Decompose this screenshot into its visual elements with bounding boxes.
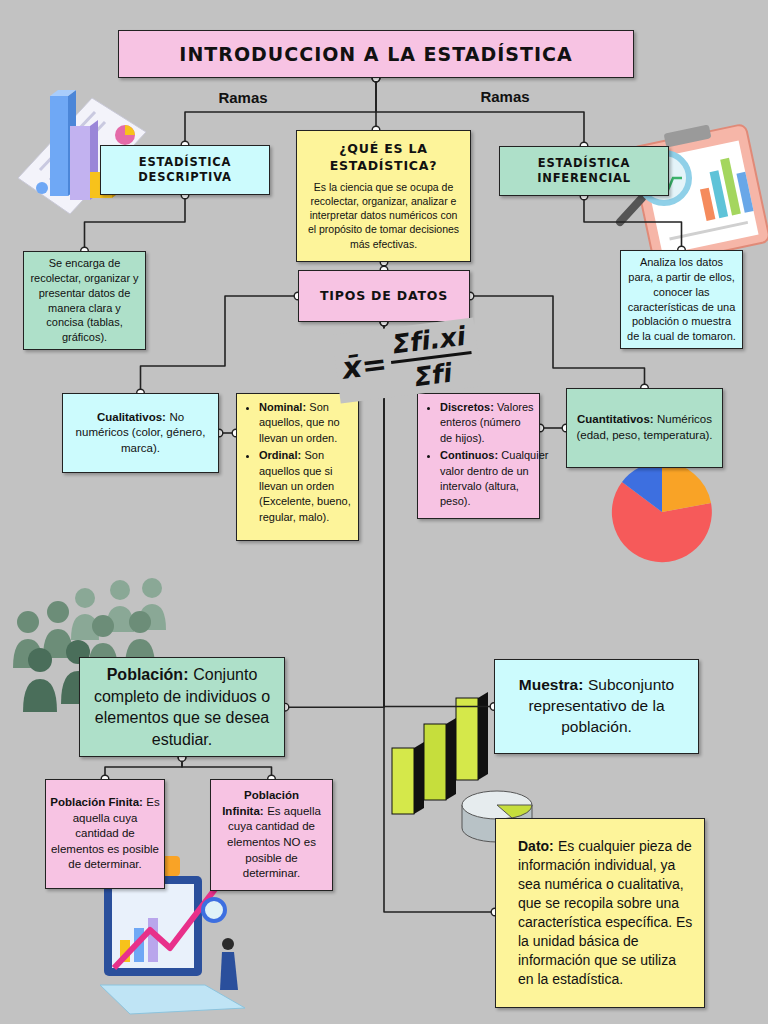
connector — [105, 757, 182, 779]
term-text: Dato: — [518, 838, 554, 854]
bar — [424, 724, 446, 800]
term-text: Discretos: — [440, 401, 494, 413]
concept-box: Población:Conjunto completo de individuo… — [79, 657, 285, 757]
heading-text: TIPOS DE DATOS — [307, 288, 461, 304]
edge-label: Ramas — [477, 88, 532, 105]
body-text: Analiza los datos para, a partir de ello… — [626, 255, 737, 344]
pie-3d-top — [462, 791, 532, 819]
heading-text: ¿QUÉ ES LA ESTADÍSTICA? — [305, 141, 462, 174]
person — [23, 679, 57, 712]
connector — [375, 78, 377, 130]
pie-3d-slice — [497, 805, 532, 818]
body-text: Es la ciencia que se ocupa de recolectar… — [305, 180, 462, 251]
connector — [182, 757, 272, 779]
category-box: Cualitativos:No numéricos (color, género… — [62, 393, 219, 473]
bar-side — [446, 718, 456, 800]
term-text: Cuantitativos: — [577, 413, 654, 425]
heading-text: ESTADÍSTICA DESCRIPTIVA — [109, 155, 261, 185]
bar — [70, 126, 90, 200]
list-box: Nominal:Son aquellos, que no llevan un o… — [236, 393, 359, 541]
bar — [720, 158, 741, 216]
person — [75, 588, 95, 608]
bar — [700, 188, 715, 221]
formula-denominator: Σfi — [412, 357, 453, 392]
text-block: Cualitativos:No numéricos (color, género… — [71, 410, 210, 457]
bar — [736, 172, 753, 213]
bar — [148, 918, 158, 962]
person — [47, 601, 69, 623]
connector — [85, 195, 186, 251]
definition-box: ¿QUÉ ES LA ESTADÍSTICA? Es la ciencia que… — [296, 130, 471, 262]
body-text: Es cualquier pieza de información indivi… — [518, 838, 692, 986]
person — [17, 611, 39, 633]
bullet-item: Discretos:Valores enteros (número de hij… — [440, 400, 533, 446]
pie-chart — [612, 462, 712, 562]
body-text: Se encarga de recolectar, organizar y pr… — [29, 256, 140, 345]
concept-box: Población Infinita:Es aquella cuya canti… — [210, 779, 333, 891]
term-text: Población Finita: — [50, 796, 143, 808]
bar-side — [478, 692, 488, 780]
bar — [456, 698, 478, 780]
list-box: Discretos:Valores enteros (número de hij… — [417, 393, 540, 519]
mini-pie — [36, 182, 48, 194]
bar-top — [50, 90, 76, 96]
concept-box: Población Finita:Es aquella cuya cantida… — [45, 779, 165, 889]
formula-numerator: Σfi.xi — [387, 320, 472, 364]
text-block: Población Infinita:Es aquella cuya canti… — [215, 788, 328, 881]
text-block: Dato:Es cualquier pieza de información i… — [518, 837, 694, 988]
person-body — [220, 952, 238, 990]
text-block: Población:Conjunto completo de individuo… — [88, 664, 276, 750]
bar — [50, 96, 68, 196]
concept-box: Dato:Es cualquier pieza de información i… — [495, 818, 705, 1008]
branch-box: ESTADÍSTICA INFERENCIAL — [499, 146, 669, 196]
formula: x̄=Σfi.xiΣfi — [332, 318, 481, 404]
trend-arrow — [114, 880, 222, 968]
formula-fraction: Σfi.xiΣfi — [387, 320, 476, 394]
mini-pie-slice — [125, 125, 135, 135]
magnifier — [203, 899, 225, 921]
category-box: TIPOS DE DATOS — [298, 270, 470, 322]
text-block: Cuantitativos:Numéricos (edad, peso, tem… — [575, 412, 714, 443]
term-text: Continuos: — [440, 449, 498, 461]
person — [28, 648, 52, 672]
title-text: INTRODUCCION A LA ESTADÍSTICA — [129, 43, 623, 65]
formula-lhs: x̄= — [340, 346, 388, 386]
text-block: Población Finita:Es aquella cuya cantida… — [50, 795, 160, 873]
person — [142, 578, 162, 598]
bullet-item: Ordinal:Son aquellos que si llevan un or… — [259, 448, 352, 525]
description-box: Analiza los datos para, a partir de ello… — [620, 250, 743, 349]
heading-text: ESTADÍSTICA INFERENCIAL — [508, 156, 660, 186]
term-text: Ordinal: — [259, 449, 301, 461]
bar — [392, 748, 414, 814]
pie-slice — [622, 462, 662, 512]
magnifier-handle — [620, 198, 642, 222]
person — [110, 580, 130, 600]
description-box: Se encarga de recolectar, organizar y pr… — [23, 251, 146, 350]
bar-side — [414, 742, 424, 814]
category-box: Cuantitativos:Numéricos (edad, peso, tem… — [566, 388, 723, 468]
bullet-item: Nominal:Son aquellos, que no llevan un o… — [259, 400, 352, 446]
connector — [584, 196, 682, 250]
mini-pie — [115, 125, 135, 145]
bullet-list: Nominal:Son aquellos, que no llevan un o… — [243, 400, 352, 527]
pie-slice — [662, 462, 711, 512]
term-text: Cualitativos: — [97, 411, 166, 423]
person — [92, 615, 114, 637]
title-box: INTRODUCCION A LA ESTADÍSTICA — [118, 30, 634, 78]
term-text: Muestra: — [519, 676, 584, 693]
clipboard-clip — [664, 124, 712, 147]
connector — [470, 296, 645, 388]
concept-box: Muestra:Subconjunto representativo de la… — [494, 659, 699, 754]
text-block: Muestra:Subconjunto representativo de la… — [503, 675, 690, 738]
bullet-list: Discretos:Valores enteros (número de hij… — [424, 400, 533, 512]
term-text: Nominal: — [259, 401, 306, 413]
person-head — [222, 938, 234, 950]
bullet-item: Continuos:Cualquier valor dentro de un i… — [440, 448, 533, 510]
edge-label: Ramas — [215, 89, 270, 106]
connector — [141, 296, 299, 393]
branch-box: ESTADÍSTICA DESCRIPTIVA — [100, 145, 270, 195]
person — [129, 611, 151, 633]
term-text: Población: — [107, 666, 189, 683]
